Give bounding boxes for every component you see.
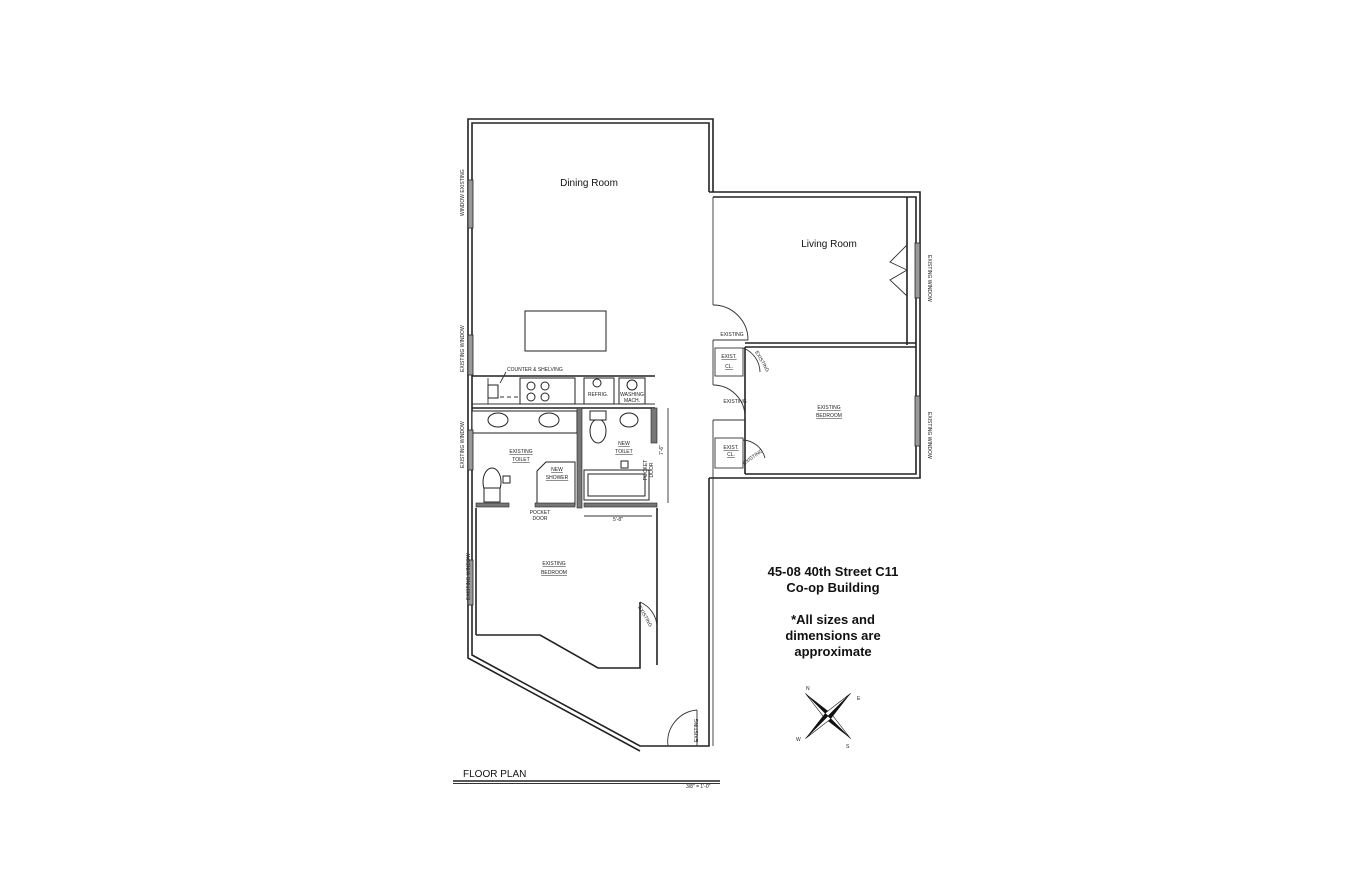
note-line-1: *All sizes and	[791, 612, 875, 627]
pocket-door-label-1: POCKET	[530, 510, 551, 516]
building-text: Co-op Building	[786, 580, 879, 595]
corridor-doors	[712, 304, 766, 469]
svg-text:POCKET: POCKET	[643, 460, 649, 481]
living-room-label: Living Room	[801, 239, 857, 250]
address-text: 45-08 40th Street C11	[768, 564, 899, 579]
svg-text:DOOR: DOOR	[649, 462, 655, 477]
dimension-height: 7'-6"	[659, 445, 665, 455]
lower-bedroom-walls	[475, 508, 698, 747]
existing-toilet-label-2: TOILET	[512, 457, 529, 463]
compass-e: E	[857, 696, 861, 702]
kitchen	[472, 310, 655, 405]
existing-door-label-6: EXISTING	[694, 719, 700, 742]
existing-door-label-3: EXISTING	[753, 350, 770, 373]
existing-toilet-label-1: EXISTING	[509, 449, 532, 455]
existing-door-label-5: EXISTING	[636, 605, 653, 628]
window-label-3: EXISTING WINDOW	[460, 421, 466, 468]
dimension-width: 5'-8"	[613, 517, 623, 523]
new-toilet-label-2: TOILET	[615, 449, 632, 455]
bathrooms	[471, 407, 669, 517]
exterior-walls	[467, 118, 921, 752]
compass-s: S	[846, 744, 850, 750]
window-label-4: EXISTING WINDOW	[466, 553, 472, 600]
washing-label-1: WASHING	[620, 392, 644, 398]
compass-w: W	[796, 737, 801, 743]
washing-label-2: MACH.	[624, 398, 640, 404]
note-line-3: approximate	[794, 644, 871, 659]
pocket-door-right-label: POCKET DOOR	[643, 460, 655, 481]
window-label-6: EXISTING WINDOW	[926, 412, 932, 459]
exist-cl2-label-1: EXIST.	[723, 445, 738, 451]
dining-room-label: Dining Room	[560, 178, 618, 189]
new-toilet-label-1: NEW	[618, 441, 630, 447]
scale-text: 3/8" = 1'-0"	[686, 784, 711, 790]
new-shower-label-1: NEW	[551, 467, 563, 473]
pocket-door-label-2: DOOR	[533, 516, 548, 522]
exist-cl2-label-2: CL.	[727, 452, 735, 458]
window-label-2: EXISTING WINDOW	[460, 325, 466, 372]
exist-cl-label-1: EXIST.	[721, 354, 736, 360]
kitchen-island	[524, 310, 607, 352]
window-label-5: EXISTING WINDOW	[926, 255, 932, 302]
bedroom-bottom-label-2: BEDROOM	[541, 570, 567, 576]
bedroom-top-label-1: EXISTING	[817, 405, 840, 411]
existing-door-label-1: EXISTING	[720, 332, 743, 338]
existing-door-label-2: EXISTING	[723, 399, 746, 405]
windows	[467, 179, 921, 606]
window-label-1: WINDOW EXISTING	[460, 169, 466, 216]
bedroom-bottom-label-1: EXISTING	[542, 561, 565, 567]
bedroom-top-label-2: BEDROOM	[816, 413, 842, 419]
refrig-label: REFRIG.	[588, 392, 608, 398]
new-shower-label-2: SHOWER	[546, 475, 569, 481]
counter-shelving-label: COUNTER & SHELVING	[507, 367, 563, 373]
note-line-2: dimensions are	[785, 628, 880, 643]
floor-plan-title: FLOOR PLAN	[463, 769, 526, 780]
compass-n: N	[806, 686, 810, 692]
compass-icon	[805, 693, 851, 739]
exist-cl-label-2: CL.	[725, 364, 733, 370]
